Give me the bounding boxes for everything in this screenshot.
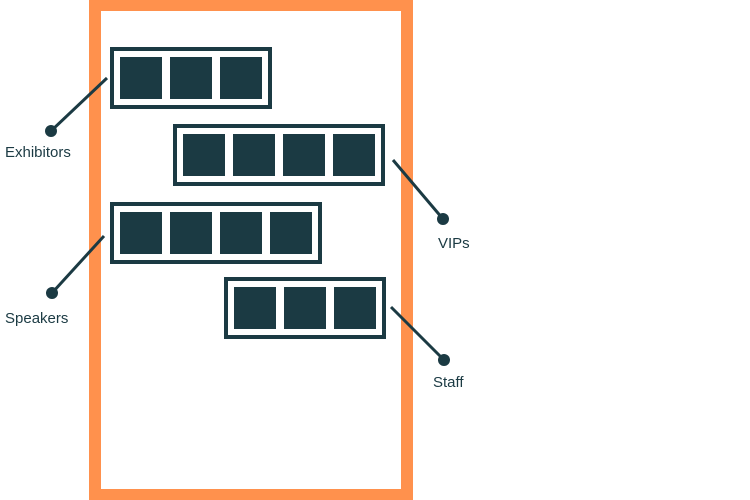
group-staff [224, 277, 450, 366]
connector-line-speakers [50, 234, 106, 295]
seat-block [120, 212, 162, 254]
label-vips: VIPs [438, 235, 470, 252]
connector-line-exhibitors [49, 76, 109, 133]
group-exhibitors [45, 47, 272, 137]
labels-layer: Exhibitors VIPs Speakers Staff [5, 144, 470, 391]
group-vips [173, 124, 449, 225]
seat-block [233, 134, 275, 176]
connector-dot-vips [437, 213, 449, 225]
connector-dot-staff [438, 354, 450, 366]
seat-block [270, 212, 312, 254]
venue-frame [89, 0, 413, 500]
seat-block [170, 212, 212, 254]
seat-block [334, 287, 376, 329]
seat-block [170, 57, 212, 99]
seat-block [284, 287, 326, 329]
connector-dot-exhibitors [45, 125, 57, 137]
seat-block [220, 57, 262, 99]
label-speakers: Speakers [5, 310, 68, 327]
seat-block [220, 212, 262, 254]
group-speakers [46, 202, 322, 299]
label-staff: Staff [433, 374, 464, 391]
seat-block [120, 57, 162, 99]
groups-layer [45, 47, 450, 366]
connector-dot-speakers [46, 287, 58, 299]
connector-line-vips [391, 159, 445, 220]
seat-block [283, 134, 325, 176]
connector-line-staff [389, 305, 446, 362]
seat-block [183, 134, 225, 176]
label-exhibitors: Exhibitors [5, 144, 71, 161]
seat-block [234, 287, 276, 329]
seat-block [333, 134, 375, 176]
